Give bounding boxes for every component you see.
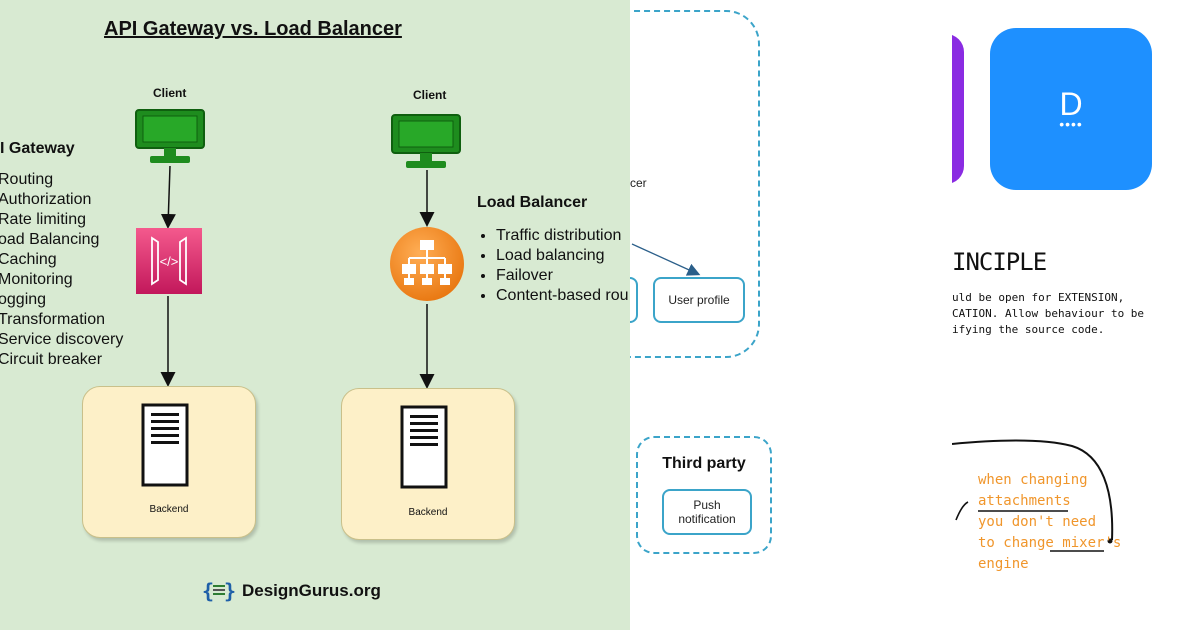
api-gateway-diagram-panel: API Gateway vs. Load Balancer Client Cli… — [0, 0, 630, 630]
diagram-title: API Gateway vs. Load Balancer — [104, 18, 402, 40]
note-line: when changing — [978, 472, 1088, 488]
note-line: you don't need — [978, 514, 1097, 530]
principle-line: ifying the source code. — [952, 323, 1105, 336]
tile-dots: •••• — [1059, 116, 1083, 132]
principle-heading: INCIPLE — [952, 248, 1047, 276]
server-icon — [400, 405, 448, 489]
svg-text:}: } — [224, 580, 236, 602]
lb-section-title: Load Balancer — [477, 194, 588, 211]
note-line: engine — [978, 556, 1029, 572]
client-to-gateway-arrow — [160, 165, 176, 229]
gateway-feature: Rate limiting — [0, 211, 87, 228]
client-monitor-icon — [391, 114, 461, 168]
principle-line: uld be open for EXTENSION, — [952, 291, 1125, 304]
partial-label: cer — [630, 176, 647, 190]
load-balancer-icon — [390, 227, 464, 301]
push-notification-line: Push — [693, 498, 721, 512]
third-party-container — [636, 436, 772, 554]
lb-feature: Load balancing — [496, 246, 629, 266]
backend-box-2: Backend — [341, 388, 515, 540]
design-principle-panel: D •••• INCIPLE uld be open for EXTENSION… — [952, 0, 1200, 630]
lb-feature-list: Traffic distribution Load balancing Fail… — [478, 226, 629, 306]
gateway-feature: Caching — [0, 251, 57, 268]
gateway-feature: Routing — [0, 171, 54, 188]
gateway-section-title: I Gateway — [0, 140, 75, 157]
gateway-feature: oad Balancing — [0, 231, 100, 248]
note-line: to change mixer's — [978, 535, 1122, 551]
gateway-feature: Authorization — [0, 191, 92, 208]
sketch-lines — [952, 439, 1114, 552]
principle-line: CATION. Allow behaviour to be — [952, 307, 1145, 320]
client-label-2: Client — [413, 88, 447, 102]
gateway-feature: Transformation — [0, 311, 105, 328]
svg-text:{: { — [202, 580, 214, 602]
client-monitor-icon — [135, 109, 205, 163]
user-profile-box: User profile — [653, 277, 745, 323]
blue-tile: D •••• — [990, 28, 1152, 190]
backend-box-1: Backend — [82, 386, 256, 538]
service-container — [630, 10, 760, 358]
orange-note: when changing attachments you don't need… — [978, 470, 1121, 575]
backend-label: Backend — [149, 504, 189, 515]
third-party-title: Third party — [662, 455, 746, 472]
gateway-feature: Service discovery — [0, 331, 124, 348]
svg-text:</>: </> — [160, 254, 179, 269]
principle-text: uld be open for EXTENSION, CATION. Allow… — [952, 290, 1144, 338]
api-gateway-icon: </> — [136, 228, 202, 294]
purple-tile — [952, 34, 964, 184]
tile-letter: D — [1059, 86, 1083, 122]
note-line: attachments — [978, 493, 1071, 509]
lb-feature: Content-based rou — [496, 286, 629, 306]
gateway-feature: Circuit breaker — [0, 351, 103, 368]
server-icon — [141, 403, 189, 487]
client-label-1: Client — [153, 86, 187, 100]
brand-name: DesignGurus.org — [242, 581, 381, 600]
service-arrow — [631, 243, 701, 276]
backend-label: Backend — [408, 507, 448, 518]
push-notification-line: notification — [678, 512, 736, 526]
gateway-feature-list: Routing Authorization Rate limiting oad … — [0, 170, 123, 370]
designgurus-logo-icon: { } — [202, 580, 236, 602]
microservice-diagram-panel: cer User profile Third party Push notifi… — [630, 0, 952, 630]
push-notification-box: Push notification — [662, 489, 752, 535]
lb-feature: Failover — [496, 266, 629, 286]
partial-service-box — [630, 277, 638, 323]
lb-feature: Traffic distribution — [496, 226, 629, 246]
middle-connector-layer — [631, 243, 701, 276]
brand-logo: { } DesignGurus.org — [202, 580, 381, 602]
connector-layer — [160, 165, 435, 389]
gateway-feature: Monitoring — [0, 271, 73, 288]
gateway-feature: ogging — [0, 291, 47, 308]
